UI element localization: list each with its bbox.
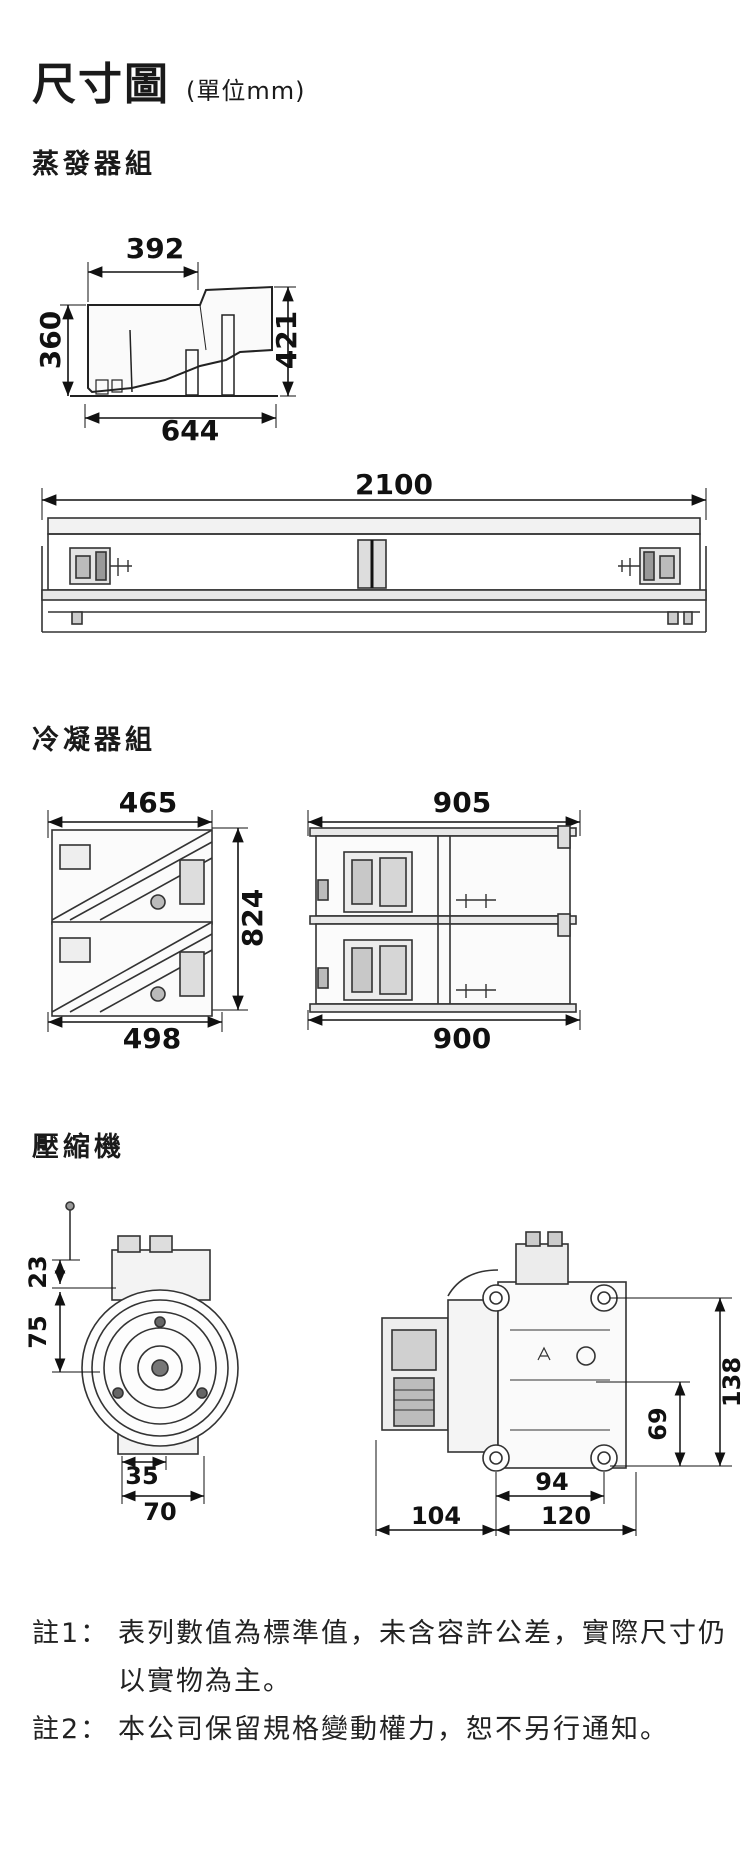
page-title: 尺寸圖 (單位mm) bbox=[32, 48, 305, 112]
note-2-text: 本公司保留規格變動權力，恕不另行通知。 bbox=[118, 1714, 669, 1745]
dim-comp-23: 23 bbox=[24, 1255, 52, 1288]
evaporator-side-view bbox=[70, 285, 278, 397]
section-condenser: 冷凝器組 bbox=[32, 725, 156, 756]
dim-comp-69: 69 bbox=[644, 1407, 672, 1440]
title-text: 尺寸圖 bbox=[32, 59, 170, 110]
dim-evap-421: 421 bbox=[270, 311, 303, 369]
compressor-front-view bbox=[65, 1201, 239, 1455]
dim-comp-94: 94 bbox=[535, 1468, 568, 1496]
condenser-front-dimensions bbox=[307, 810, 581, 1030]
note-1-label: 註1： bbox=[32, 1618, 110, 1649]
unit-label: (單位mm) bbox=[186, 77, 306, 105]
compressor-side-dimensions bbox=[375, 1297, 732, 1536]
dim-comp-120: 120 bbox=[541, 1502, 591, 1530]
note-2-label: 註2： bbox=[32, 1714, 110, 1745]
compressor-front-dimensions bbox=[52, 1259, 205, 1504]
evaporator-front-dimension bbox=[41, 488, 707, 520]
dim-comp-70: 70 bbox=[143, 1498, 176, 1526]
dim-comp-138: 138 bbox=[718, 1357, 746, 1407]
condenser-front-view bbox=[309, 825, 577, 1013]
dim-cond-465: 465 bbox=[119, 786, 177, 819]
dim-cond-905: 905 bbox=[433, 786, 491, 819]
notes-block: 註1： 表列數值為標準值，未含容許公差，實際尺寸仍以實物為主。 註2： 本公司保… bbox=[32, 1610, 748, 1754]
dim-evap-2100: 2100 bbox=[355, 468, 433, 501]
note-1: 註1： 表列數值為標準值，未含容許公差，實際尺寸仍以實物為主。 bbox=[32, 1610, 748, 1706]
note-1-text: 表列數值為標準值，未含容許公差，實際尺寸仍以實物為主。 bbox=[118, 1618, 727, 1697]
section-evaporator: 蒸發器組 bbox=[32, 149, 156, 180]
compressor-side-view bbox=[381, 1231, 627, 1472]
dim-comp-35: 35 bbox=[125, 1462, 158, 1490]
dim-comp-75: 75 bbox=[24, 1315, 52, 1348]
evaporator-side-dimensions bbox=[60, 262, 296, 428]
condenser-side-dimensions bbox=[47, 810, 248, 1032]
condenser-side-view bbox=[51, 829, 213, 1017]
section-compressor: 壓縮機 bbox=[32, 1132, 125, 1163]
dim-evap-360: 360 bbox=[34, 311, 67, 369]
dim-cond-498: 498 bbox=[123, 1022, 181, 1055]
dim-comp-104: 104 bbox=[411, 1502, 461, 1530]
dim-evap-644: 644 bbox=[161, 414, 219, 447]
evaporator-front-view bbox=[41, 517, 707, 633]
dim-evap-392: 392 bbox=[126, 232, 184, 265]
dim-cond-900: 900 bbox=[433, 1022, 491, 1055]
note-2: 註2： 本公司保留規格變動權力，恕不另行通知。 bbox=[32, 1706, 748, 1754]
dim-cond-824: 824 bbox=[236, 889, 269, 947]
